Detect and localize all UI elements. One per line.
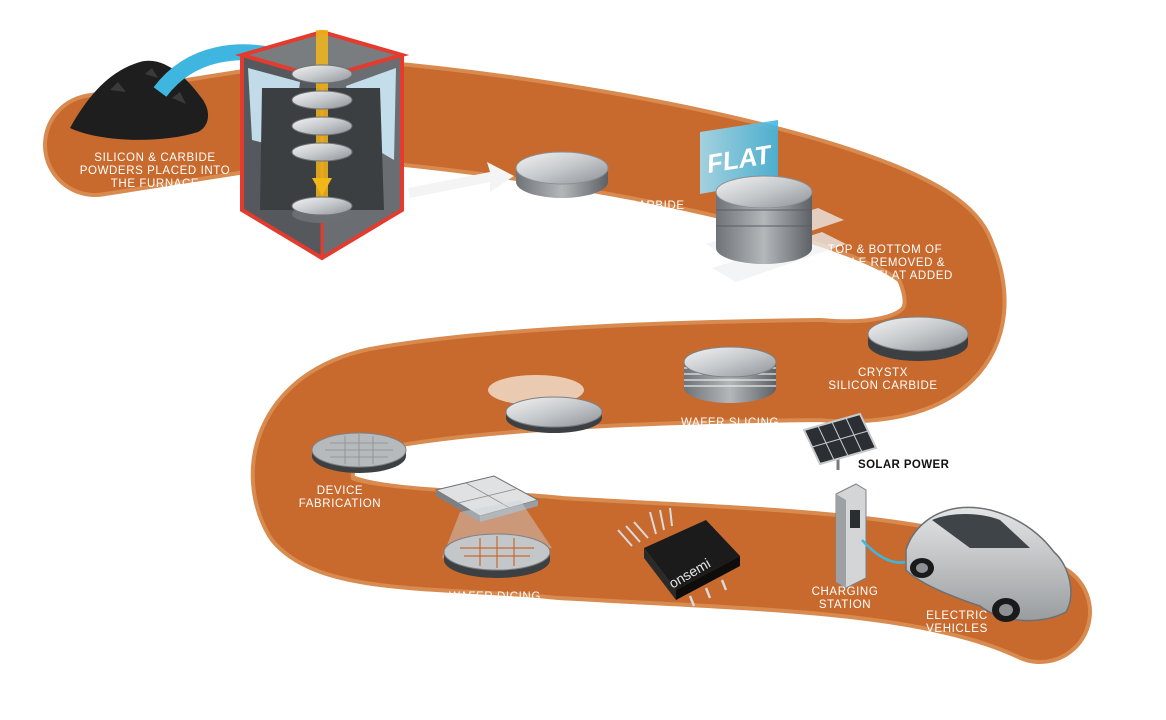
step-label-electric-vehicles: ELECTRIC VEHICLES: [912, 610, 1002, 636]
boule-stack-icon: [706, 175, 846, 282]
epitaxy-wafer-icon: [488, 375, 603, 433]
label-line: BOULE REMOVED &: [824, 257, 946, 269]
step-label-charging-station: CHARGING STATION: [800, 586, 890, 612]
fabrication-wafer-icon: [311, 432, 407, 473]
label-line: IN HIGH TEMPERATURE: [398, 226, 542, 238]
label-line: SiC CRYSTAL GROWS: [404, 213, 536, 225]
process-road: [43, 56, 1092, 664]
step-label-powders: SILICON & CARBIDE POWDERS PLACED INTO TH…: [70, 152, 240, 191]
boule-icon: [515, 151, 609, 198]
label-line: EMERGES: [599, 226, 661, 238]
device-package-icon: [617, 507, 740, 607]
label-line: ELECTRIC: [926, 610, 988, 622]
label-line: WAFER DICING: [449, 591, 541, 603]
solar-panel-icon: [802, 412, 878, 470]
step-label-wafer-dicing: WAFER DICING: [435, 591, 555, 604]
step-label-crystal-grows: SiC CRYSTAL GROWS IN HIGH TEMPERATURE FU…: [385, 213, 555, 252]
label-line: FABRICATION: [298, 498, 382, 510]
step-label-wafer-slicing: WAFER SLICING: [665, 417, 795, 430]
step-label-boule-emerges: SILICON CARBIDE CRYSTAL BOULE EMERGES: [560, 200, 700, 239]
crystx-wafer-icon: [867, 316, 969, 361]
label-line: VEHICLES: [926, 623, 988, 635]
furnace-icon: [234, 29, 410, 261]
label-line: FURNACE: [440, 239, 500, 251]
charging-station-icon: [835, 483, 921, 589]
label-line: TOP & BOTTOM OF: [827, 244, 943, 256]
step-label-crystx: CRYSTX SILICON CARBIDE: [808, 367, 958, 393]
label-line: POWDERS PLACED INTO: [79, 165, 231, 177]
label-line: SILICON CARBIDE: [828, 380, 938, 392]
output-arrow-icon: [408, 162, 514, 198]
wafer-stack-icon: [683, 346, 777, 403]
label-line: PRIMARY FLAT ADDED: [817, 270, 953, 282]
label-line: CRYSTX: [857, 367, 909, 379]
step-label-flat-added: TOP & BOTTOM OF BOULE REMOVED & PRIMARY …: [805, 244, 965, 283]
label-line: STATION: [818, 599, 872, 611]
label-line: SILICON & CARBIDE: [94, 152, 216, 164]
label-line: THE FURNACE: [110, 178, 200, 190]
electric-vehicle-icon: [905, 506, 1072, 622]
step-label-device-packaging: DEVICE PACKAGING: [628, 616, 768, 629]
flat-sign-icon: [700, 120, 778, 194]
step-label-epitaxy: EPITAXY: [512, 444, 602, 457]
label-line: SILICON CARBIDE: [575, 200, 685, 212]
step-label-device-fabrication: DEVICE FABRICATION: [285, 485, 395, 511]
step-label-solar-power: SOLAR POWER: [858, 459, 968, 472]
dicing-icon: [434, 475, 552, 578]
label-line: WAFER SLICING: [680, 417, 780, 429]
label-line: SOLAR POWER: [858, 459, 950, 471]
label-line: CHARGING: [811, 586, 879, 598]
label-line: CRYSTAL BOULE: [579, 213, 681, 225]
label-line: EPITAXY: [531, 444, 583, 456]
label-line: DEVICE: [316, 485, 364, 497]
label-line: DEVICE PACKAGING: [636, 616, 760, 628]
